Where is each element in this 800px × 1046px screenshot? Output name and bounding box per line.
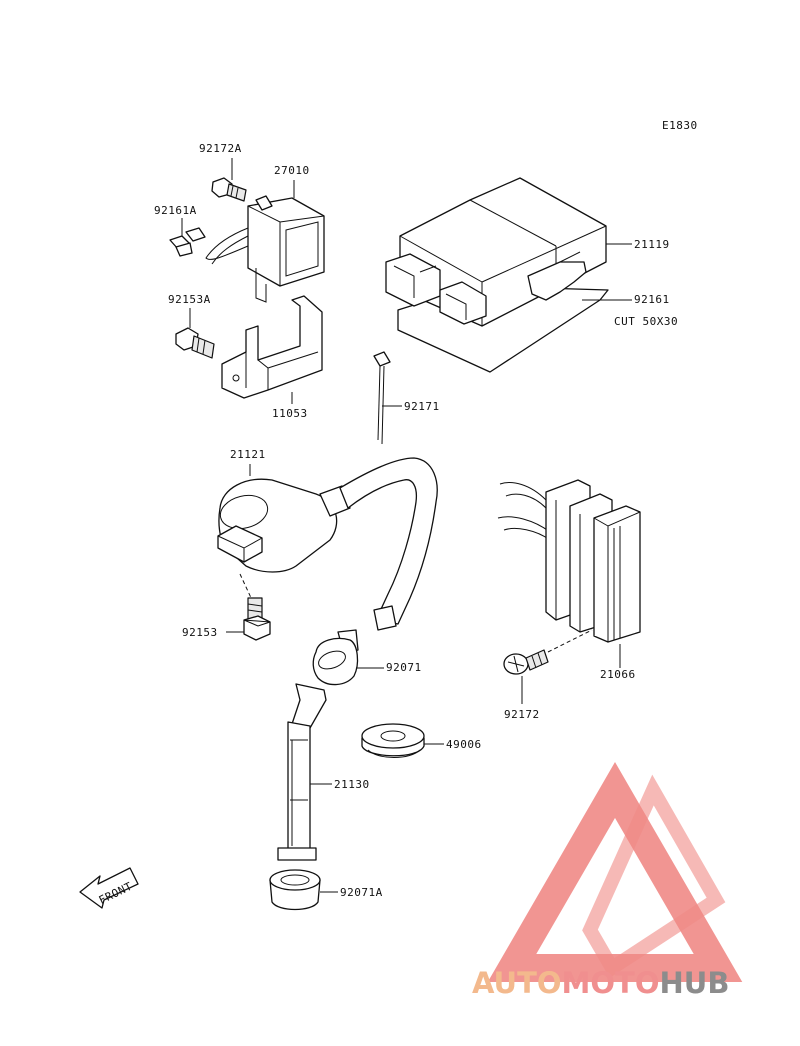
bolt-92153a <box>175 327 215 359</box>
ignition-coil-21121 <box>217 457 438 631</box>
bolt-92153 <box>243 597 271 641</box>
regulator-21066 <box>497 479 641 643</box>
label-92172a: 92172A <box>199 142 242 155</box>
watermark-moto: MOTO <box>562 966 660 1000</box>
label-92071: 92071 <box>386 661 422 674</box>
label-21066: 21066 <box>600 668 636 681</box>
bracket-11053 <box>221 295 323 399</box>
front-arrow: FRONT <box>79 867 139 909</box>
clip-92161a <box>169 227 206 257</box>
label-92071a: 92071A <box>340 886 383 899</box>
svg-text:AUTOMOTOHUB: AUTOMOTOHUB <box>472 966 729 1000</box>
label-21119: 21119 <box>634 238 670 251</box>
cdi-unit-21119 <box>385 177 609 373</box>
screw-92172 <box>503 649 549 675</box>
watermark-logo: AUTOMOTOHUB <box>472 762 743 1000</box>
tie-92171 <box>373 351 391 445</box>
plug-cap-21130 <box>277 683 327 861</box>
watermark-hub: HUB <box>660 966 730 1000</box>
relay-27010 <box>205 195 325 303</box>
label-92171: 92171 <box>404 400 440 413</box>
boot-92071 <box>312 629 359 686</box>
label-11053: 11053 <box>272 407 308 420</box>
label-92153: 92153 <box>182 626 218 639</box>
cut-note: CUT 50X30 <box>614 315 678 328</box>
label-92161a: 92161A <box>154 204 197 217</box>
label-92153a: 92153A <box>168 293 211 306</box>
label-92172: 92172 <box>504 708 540 721</box>
label-49006: 49006 <box>446 738 482 751</box>
diagram-code: E1830 <box>662 119 698 132</box>
rubber-cap-92071a <box>269 869 321 911</box>
label-21130: 21130 <box>334 778 370 791</box>
bolt-92172a <box>211 177 247 202</box>
watermark-auto: AUTO <box>472 966 562 1000</box>
label-21121: 21121 <box>230 448 266 461</box>
label-27010: 27010 <box>274 164 310 177</box>
label-92161: 92161 <box>634 293 670 306</box>
grommet-49006 <box>361 723 425 758</box>
